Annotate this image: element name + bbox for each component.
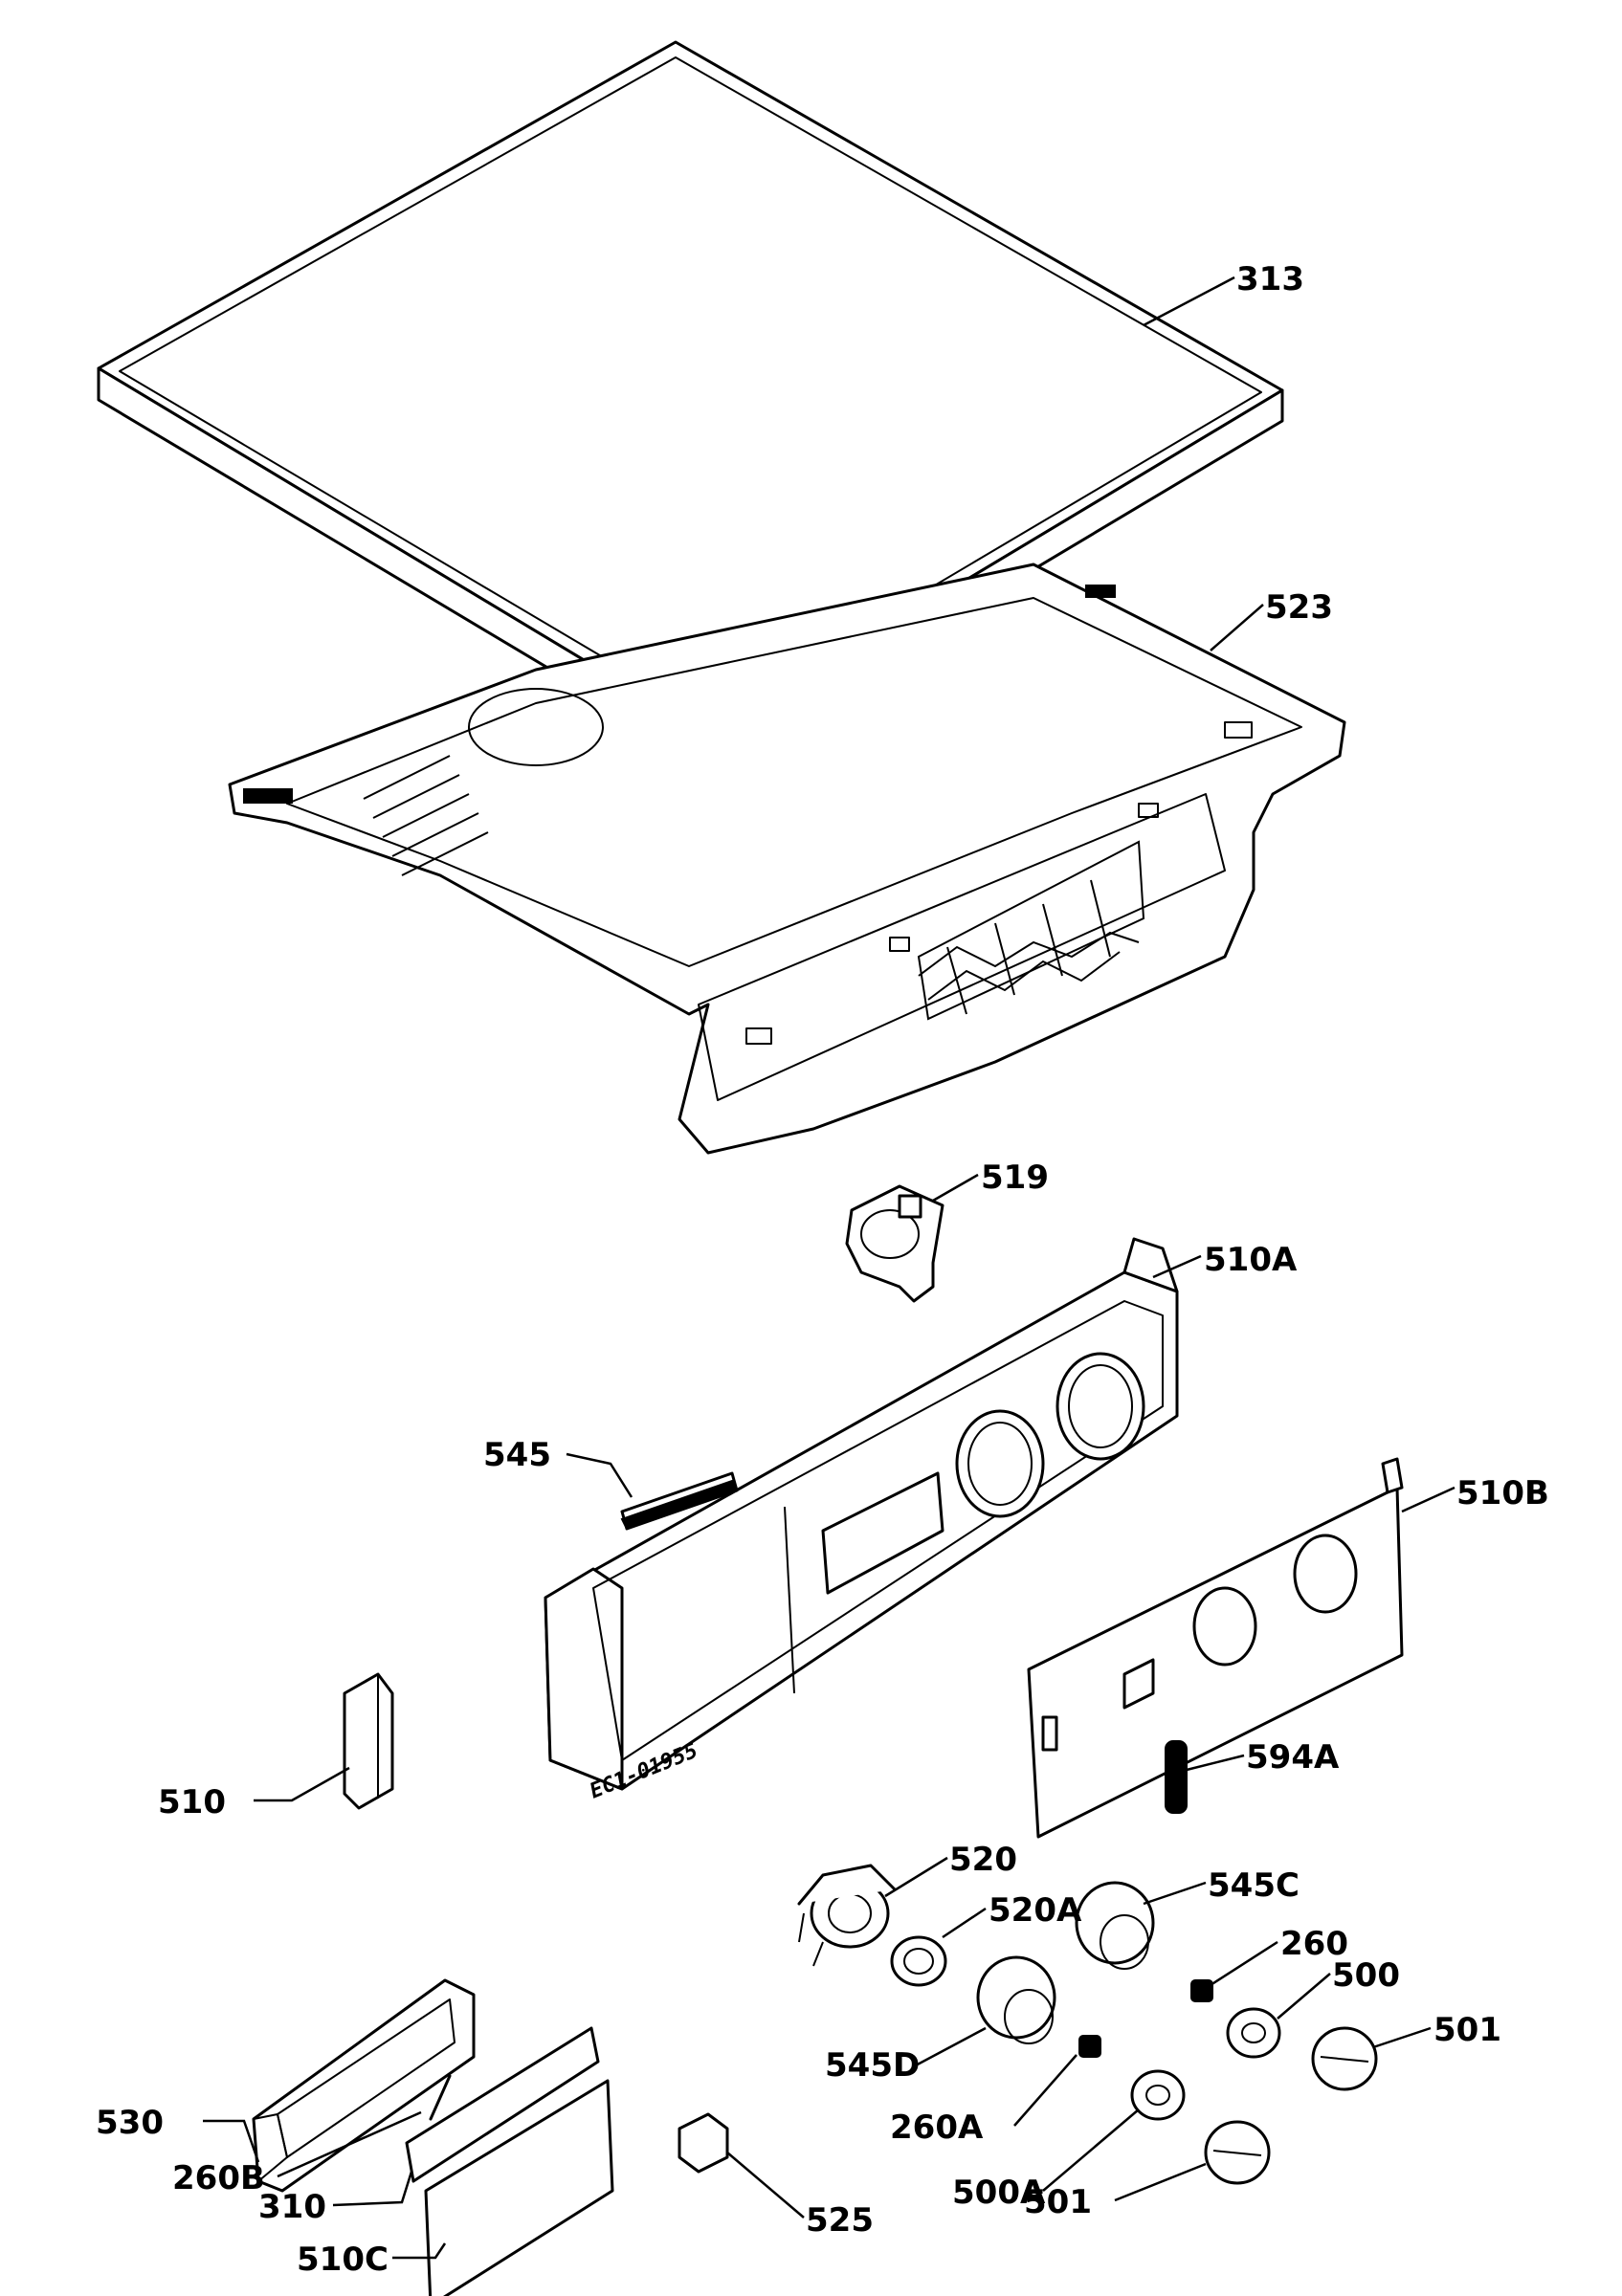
part-545-strip (620, 1471, 739, 1531)
callout-520: 520 (949, 1841, 1017, 1879)
part-260a-spring (1078, 2035, 1101, 2058)
part-520a-switch-insert (890, 1935, 947, 1987)
leader-520 (884, 1856, 948, 1898)
part-525-clip (678, 2112, 729, 2174)
callout-594a: 594A (1246, 1738, 1340, 1777)
callout-501-lower: 501 (1024, 2183, 1092, 2221)
part-510b-decor-plate (1027, 1457, 1404, 1839)
callout-545c: 545C (1208, 1866, 1300, 1905)
callout-501-upper: 501 (1433, 2011, 1501, 2049)
callout-510b: 510B (1456, 1474, 1549, 1512)
leader-510a (1152, 1254, 1202, 1279)
callout-510c: 510C (297, 2241, 389, 2279)
part-500-shaft-adapter (1226, 2007, 1281, 2059)
part-260b-spring (429, 2074, 452, 2121)
part-510a-control-panel: EC1-01955 (544, 1237, 1179, 1804)
leader-510 (254, 1766, 350, 1802)
part-545d-knob-bushing (976, 1955, 1056, 2044)
leader-594a (1186, 1754, 1245, 1772)
part-523-top-frame (228, 563, 1346, 1155)
callout-510: 510 (158, 1783, 226, 1821)
leader-260b (277, 2110, 422, 2178)
part-500a-shaft-adapter (1130, 2069, 1186, 2121)
callout-545: 545 (483, 1436, 551, 1474)
part-530-dispenser-handle (252, 1978, 476, 2193)
leader-510c (392, 2242, 447, 2260)
callout-500a: 500A (952, 2174, 1046, 2212)
part-510c-cover (424, 2079, 614, 2296)
callout-260a: 260A (890, 2108, 984, 2147)
part-310-flap (405, 2026, 600, 2183)
part-594a-spring (1165, 1740, 1188, 1814)
callout-313: 313 (1236, 260, 1304, 298)
callout-labels: 313 523 519 510A 545 510B 594A 510 520 5… (96, 260, 1549, 2279)
leader-545c (1143, 1881, 1207, 1906)
leader-510b (1401, 1486, 1455, 1513)
leader-545 (566, 1452, 633, 1498)
leader-530 (203, 2119, 260, 2163)
leader-545d (913, 2026, 987, 2068)
callout-510a: 510A (1204, 1241, 1298, 1279)
part-520-switch-housing (797, 1864, 897, 1967)
leader-260a (1013, 2054, 1078, 2127)
callout-525: 525 (806, 2201, 874, 2240)
part-510-side-bracket (343, 1672, 394, 1810)
leader-523 (1210, 604, 1264, 651)
callout-520a: 520A (989, 1891, 1082, 1930)
part-501-knob-lower (1204, 2120, 1271, 2185)
callout-260b: 260B (172, 2159, 265, 2197)
leader-lines (203, 276, 1455, 2260)
part-501-knob-upper (1311, 2026, 1378, 2091)
callout-310: 310 (258, 2188, 326, 2226)
part-260-spring (1190, 1979, 1213, 2002)
callout-500: 500 (1332, 1956, 1400, 1995)
leader-519 (932, 1173, 979, 1203)
leader-260 (1210, 1940, 1278, 1987)
leader-310 (332, 2171, 413, 2207)
callout-523: 523 (1265, 588, 1333, 627)
part-545c-knob-bushing (1075, 1881, 1155, 1970)
leader-500 (1277, 1973, 1331, 2020)
leader-501a (1372, 2026, 1432, 2049)
leader-501b (1114, 2162, 1207, 2202)
callout-545d: 545D (825, 2046, 920, 2085)
callout-519: 519 (981, 1159, 1049, 1197)
leader-525 (726, 2152, 805, 2219)
leader-500a (1042, 2108, 1140, 2192)
callout-530: 530 (96, 2104, 164, 2142)
part-519-bracket (845, 1184, 944, 1303)
callout-260: 260 (1280, 1925, 1348, 1963)
leader-313 (1143, 276, 1235, 327)
leader-520a (942, 1907, 987, 1939)
